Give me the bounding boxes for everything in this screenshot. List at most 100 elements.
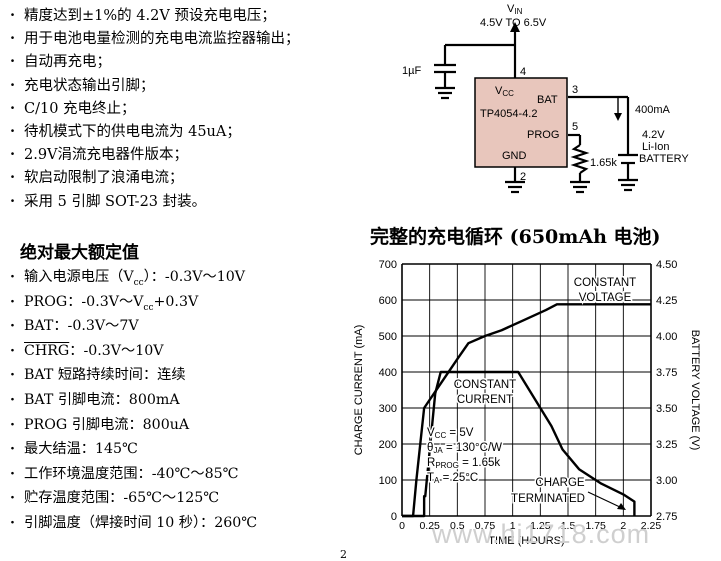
abs-max-text: BAT：-0.3V～7V [24,318,139,335]
abs-max-item: PROG 引脚电流：800uA [10,413,355,438]
condition-value: = 25°C [439,472,478,484]
abs-max-item: BAT 引脚电流：800mA [10,388,355,413]
feature-item: C/10 充电终止； [10,97,355,120]
chip-name: TP4054-4.2 [480,108,537,120]
terminated-arrow-line [587,491,623,509]
annotation-constant-voltage: VOLTAGE [579,292,632,304]
annotation-condition: VCC = 5V [427,427,474,440]
chrg-pin-label: CHRG [24,342,70,359]
cap-label: 1µF [402,65,421,77]
annotation-charge-terminated: TERMINATED [511,493,585,505]
current-arrow-icon [614,113,622,121]
abs-max-text: 最大结温：145℃ [24,441,138,458]
feature-item: 软启动限制了浪涌电流； [10,166,355,189]
resistor-label: 1.65k [590,157,617,169]
condition-symbol: R [427,457,435,469]
annotation-condition: RPROG = 1.65k [427,457,500,470]
y-right-tick-label: 3.00 [656,475,677,487]
condition-symbol: T [427,472,434,484]
abs-max-subscript: cc [143,302,154,313]
abs-max-text: PROG 引脚电流：800uA [24,416,190,433]
y-left-axis-label: CHARGE CURRENT (mA) [353,325,365,456]
pin4-label: 4 [520,66,526,78]
y-right-tick-label: 4.25 [656,295,677,307]
y-right-tick-label: 2.75 [656,511,677,523]
feature-item: 采用 5 引脚 SOT-23 封装。 [10,190,355,213]
y-left-tick-label: 500 [379,331,397,343]
annotation-constant-current: CONSTANT [454,379,516,391]
feature-item: 充电状态输出引脚； [10,74,355,97]
feature-item: 自动再充电； [10,50,355,73]
y-right-tick-label: 4.00 [656,331,677,343]
abs-max-item: 输入电源电压（Vcc）：-0.3V～10V [10,265,355,290]
x-tick-label: 1.75 [585,520,606,532]
abs-max-list: 输入电源电压（Vcc）：-0.3V～10VPROG：-0.3V～Vcc+0.3V… [10,265,355,536]
abs-max-text: PROG：-0.3V～V [24,293,144,310]
abs-max-item: 引脚温度（焊接时间 10 秒）：260℃ [10,511,355,536]
x-tick-label: 1 [510,520,516,532]
abs-max-text: BAT 引脚电流：800mA [24,391,180,408]
pin2-label: 2 [520,171,526,183]
condition-value: = 5V [446,427,474,439]
circuit-diagram: VIN 4.5V TO 6.5V 1µF 4 VCC BAT TP4054-4.… [402,3,689,194]
x-tick-label: 0 [399,520,405,532]
y-left-tick-label: 300 [379,403,397,415]
condition-value: = 130°C/W [443,442,502,454]
x-tick-label: 2 [620,520,626,532]
annotation-constant-current: CURRENT [457,394,513,406]
condition-subscript: CC [435,431,447,440]
y-right-tick-label: 3.75 [656,367,677,379]
abs-max-title: 绝对最大额定值 [20,243,139,263]
y-right-tick-label: 3.50 [656,403,677,415]
x-tick-label: 0.5 [450,520,465,532]
abs-max-item: CHRG：-0.3V～10V [10,339,355,364]
annotation-charge-terminated: CHARGE [535,477,585,489]
vin-label: VIN [507,3,523,16]
annotation-condition: θJA = 130°C/W [427,442,502,455]
abs-max-item: BAT：-0.3V～7V [10,314,355,339]
abs-max-text: 贮存温度范围：-65℃～125℃ [24,490,220,507]
feature-item: 待机模式下的供电电流为 45uA； [10,120,355,143]
x-tick-label: 1.25 [530,520,551,532]
condition-subscript: JA [433,446,443,455]
feature-item: 精度达到±1%的 4.2V 预设充电电压； [10,4,355,27]
terminated-arrow-icon [617,503,626,510]
x-axis-label: TIME (HOURS) [488,535,564,547]
abs-max-item: 最大结温：145℃ [10,437,355,462]
abs-max-text: ：-0.3V～10V [69,342,164,359]
abs-max-item: 工作环境温度范围：-40℃～85℃ [10,462,355,487]
charge-current-line [402,370,636,518]
feature-item: 2.9V涓流充电器件版本； [10,143,355,166]
y-left-tick-label: 100 [379,475,397,487]
y-right-tick-label: 3.25 [656,439,677,451]
abs-max-text: 输入电源电压（V [24,269,134,285]
y-right-axis-label: BATTERY VOLTAGE (V) [689,330,701,451]
battery-word-label: BATTERY [639,153,689,165]
x-tick-label: 2.25 [641,520,662,532]
condition-value: = 1.65k [459,457,500,469]
abs-max-item: PROG：-0.3V～Vcc+0.3V [10,290,355,315]
chip-body [474,77,568,168]
abs-max-text: 工作环境温度范围：-40℃～85℃ [24,465,239,482]
x-tick-label: 0.25 [419,520,440,532]
abs-max-text: 引脚温度（焊接时间 10 秒）：260℃ [24,514,258,531]
current-label: 400mA [635,104,671,116]
battery-type-label: Li-Ion [642,141,670,153]
condition-subscript: PROG [435,461,459,470]
feature-item: 用于电池电量检测的充电电流监控器输出； [10,27,355,50]
vin-arrow-icon [510,22,520,32]
battery-voltage-line [402,303,651,518]
condition-subscript: A [434,476,440,485]
pin5-label: 5 [572,121,578,133]
abs-max-subscript: cc [133,277,144,288]
condition-symbol: θ [427,442,433,454]
y-left-tick-label: 600 [379,295,397,307]
y-left-tick-label: 0 [391,511,397,523]
pin-prog-label: PROG [527,129,559,141]
y-right-tick-label: 4.50 [656,259,677,271]
vin-range: 4.5V TO 6.5V [480,17,547,29]
x-tick-label: 0.75 [475,520,496,532]
feature-list: 精度达到±1%的 4.2V 预设充电电压；用于电池电量检测的充电电流监控器输出；… [10,4,355,213]
watermark: www.hi1718.com [432,519,651,549]
